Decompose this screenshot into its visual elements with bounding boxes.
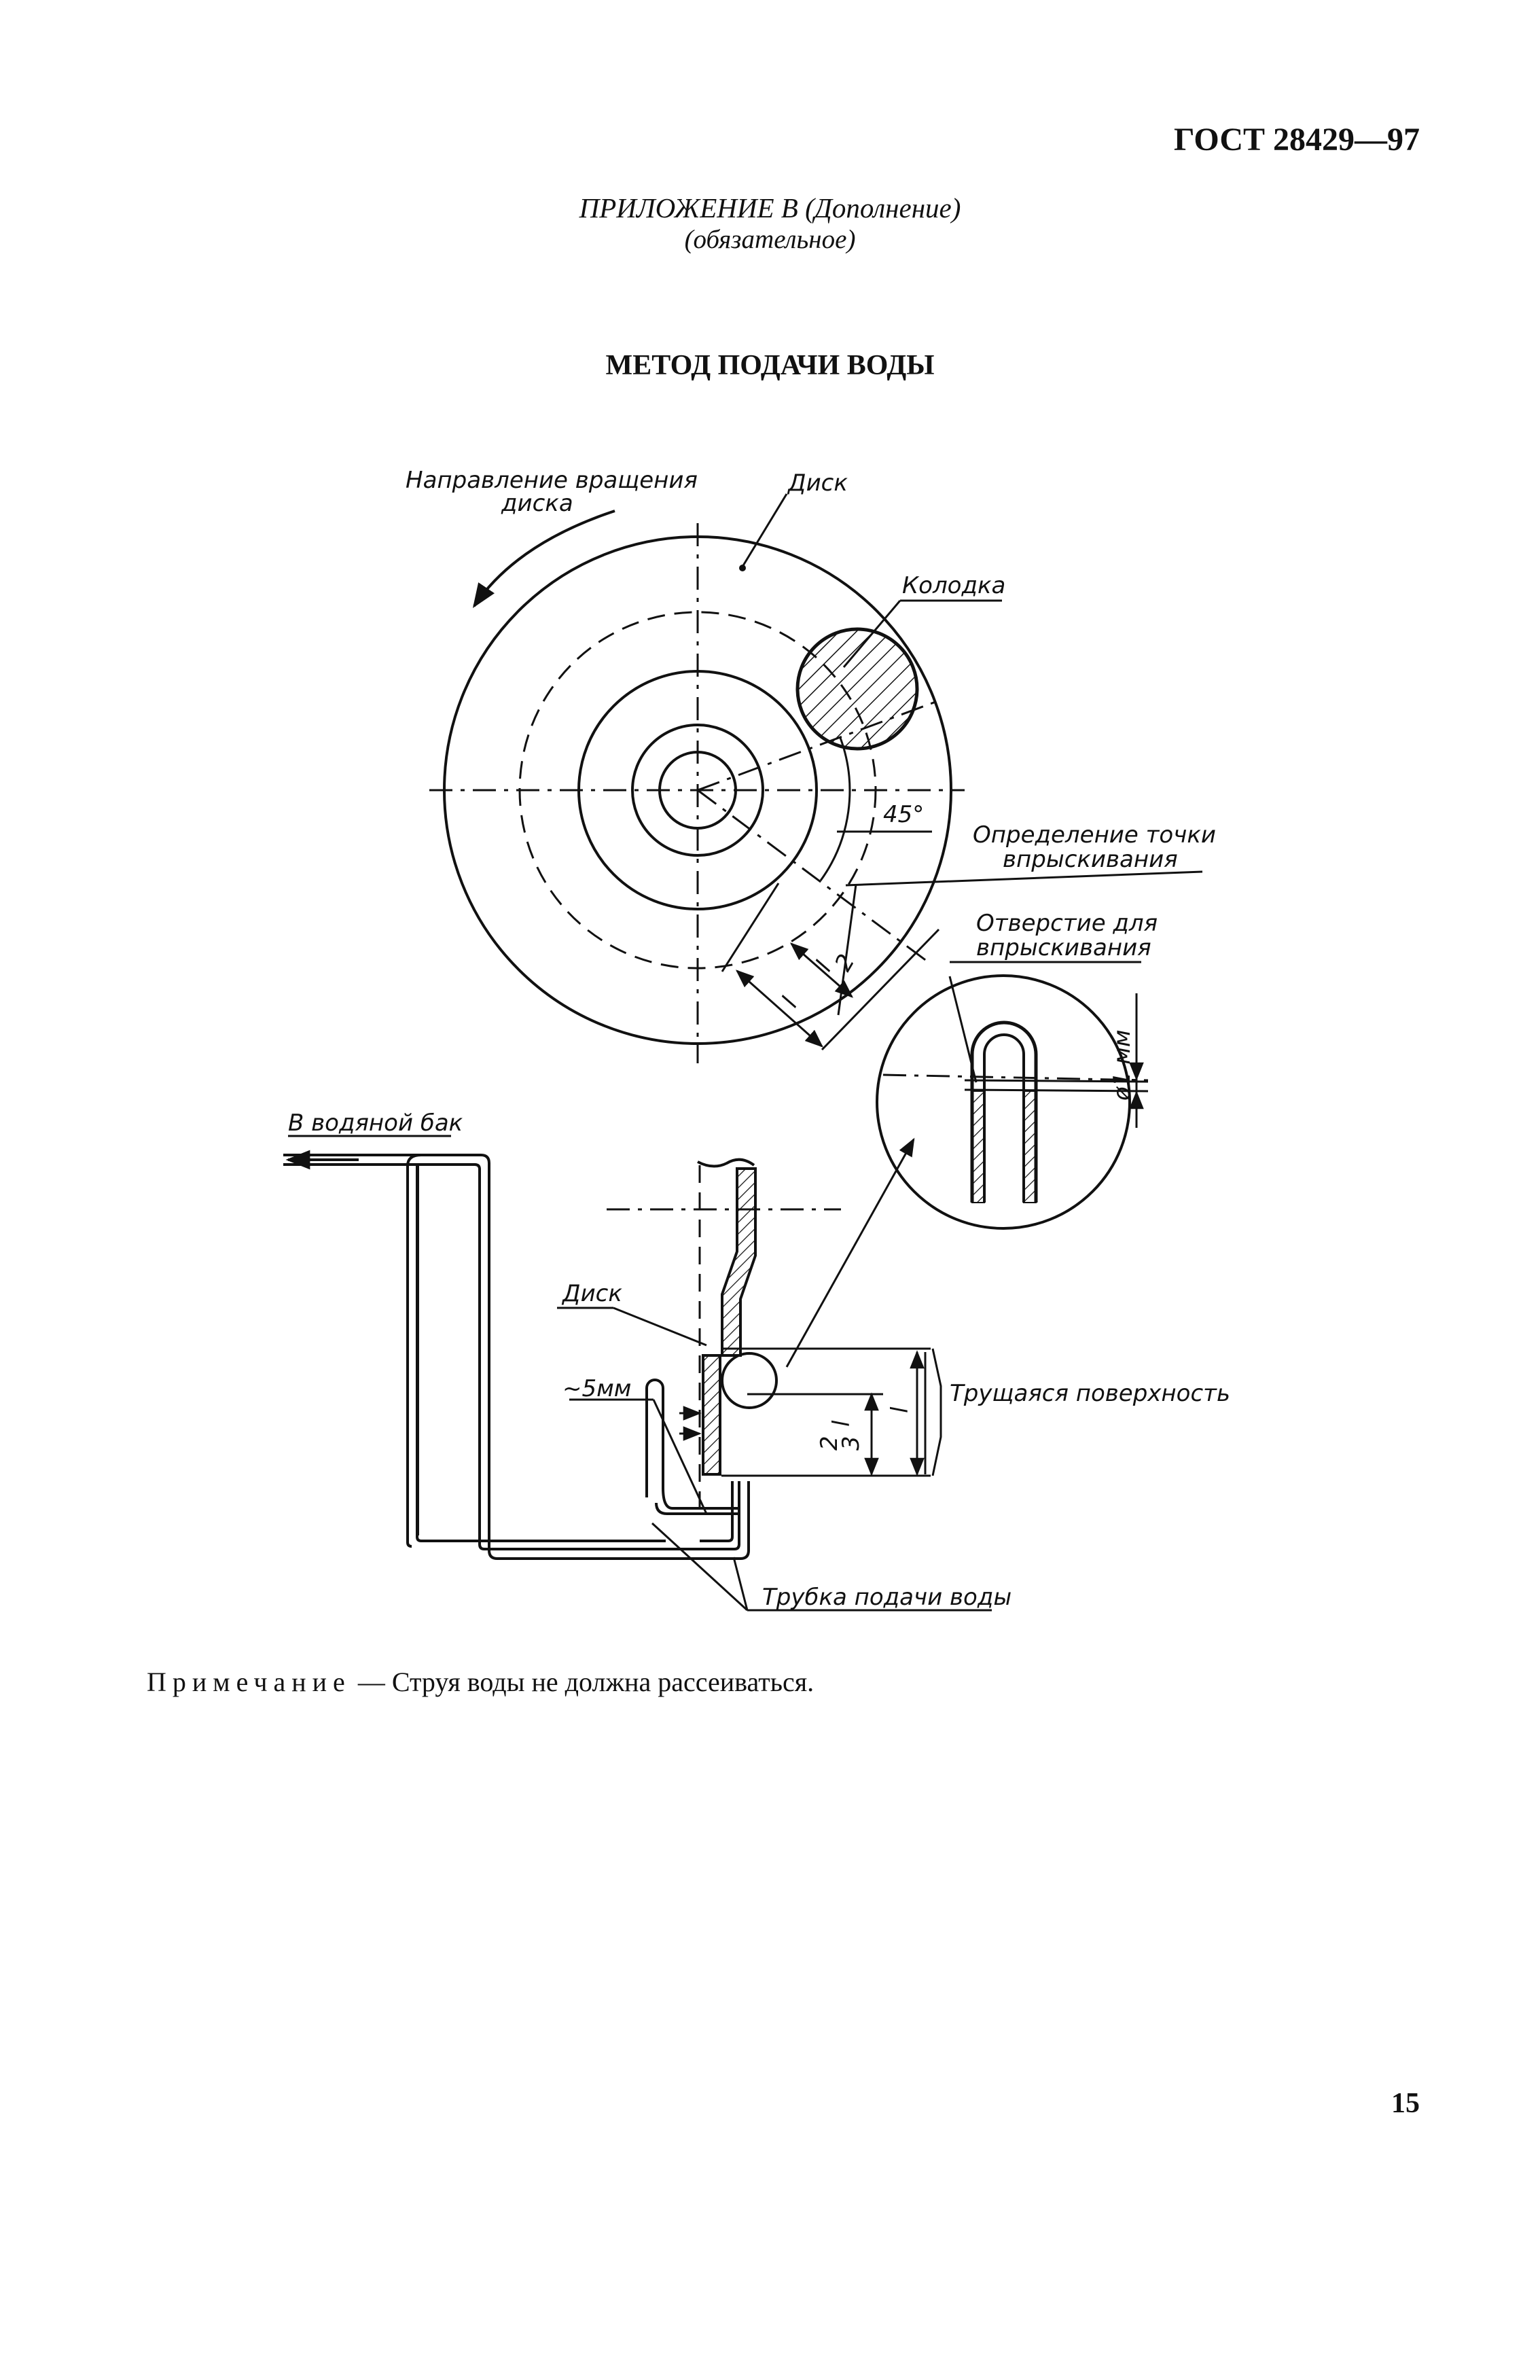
dim-ext-3 [821,928,940,1051]
appendix-title: ПРИЛОЖЕНИЕ В (Дополнение) [579,192,961,224]
diameter-label: ø1 мм [1109,1029,1136,1101]
disc-leader [741,493,788,567]
hole-top-line [964,1079,1149,1083]
feed-tube-outer [283,1154,750,1560]
to-tank-label: В водяной бак [288,1109,463,1137]
dim-two-thirds-l: l [828,1420,855,1427]
gap-leader-2 [652,1399,708,1514]
pad-label: Колодка [902,572,1005,599]
hole-bottom-line [964,1088,1149,1093]
pad-leader [842,600,901,668]
angle-label: 45° [883,801,924,828]
page-number: 15 [1391,2088,1420,2119]
hole-leader [948,976,978,1083]
note-text: — Струя воды не должна рассеиваться. [351,1667,814,1697]
feed-tube-return-outer [406,1154,666,1542]
injector-tube-2 [655,1502,738,1515]
hole-center-line [882,1073,1149,1082]
rotation-label-1: Направление вращения [406,467,698,494]
feed-tube-leader-2 [732,1557,749,1611]
appendix-subtitle: (обязательное) [684,225,856,254]
disc-leader-dot [739,565,746,571]
angle-arc [819,737,851,881]
note-lead: Примечание [147,1667,351,1697]
hole-label-2: впрыскивания [976,934,1151,961]
section-title: МЕТОД ПОДАЧИ ВОДЫ [605,350,935,381]
injection-point-label-2: впрыскивания [1003,846,1178,873]
nozzle-wall-left [971,1090,985,1203]
rubbing-surface-label: Трущаяся поверхность [950,1380,1230,1407]
detail-circle [876,974,1131,1230]
rotation-arrow [472,510,615,608]
dim-line-l [735,970,824,1048]
standard-number: ГОСТ 28429—97 [1174,122,1420,158]
rotation-label-2: диска [501,490,573,517]
hole-label-1: Отверстие для [976,910,1158,937]
dim-l-side-label: l [887,1406,914,1413]
detail-pointer [785,1137,915,1368]
nozzle-outer [970,1020,1038,1203]
feed-tube-lower-u [700,1481,734,1542]
injection-point-label-1: Определение точки [973,821,1216,849]
disc-ring-2 [631,724,764,857]
brake-pad-circle [795,627,919,751]
disc-side-leader [613,1307,707,1347]
rubbing-surface-bracket [931,1348,942,1476]
feed-tube-inner [283,1163,740,1550]
note: Примечание — Струя воды не должна рассеи… [147,1666,814,1698]
side-view [283,1135,992,1612]
feed-tube-leader-1 [651,1522,749,1612]
dim-two-thirds-den: 3 [838,1436,865,1451]
disc-side-label: Диск [561,1280,622,1307]
dim-ext-2 [837,884,857,1016]
nozzle-inner [983,1033,1025,1203]
injector-tube [645,1379,738,1510]
hole-detail-view [785,961,1149,1368]
detail-callout-circle [721,1352,778,1409]
feed-tube-label: Трубка подачи воды [762,1584,1011,1611]
gap-label: ~5мм [562,1375,631,1402]
axis-line-45 [697,789,928,963]
dim-ext-1 [721,883,780,972]
disc-edge [697,1158,755,1168]
disc-front-view [429,493,1203,1063]
disc-label-top: Диск [787,469,848,497]
dim-two-thirds-num: 2 [816,1436,843,1451]
disc-section [702,1167,757,1476]
injection-point-leader [845,870,1203,887]
nozzle-wall-right [1023,1090,1037,1203]
